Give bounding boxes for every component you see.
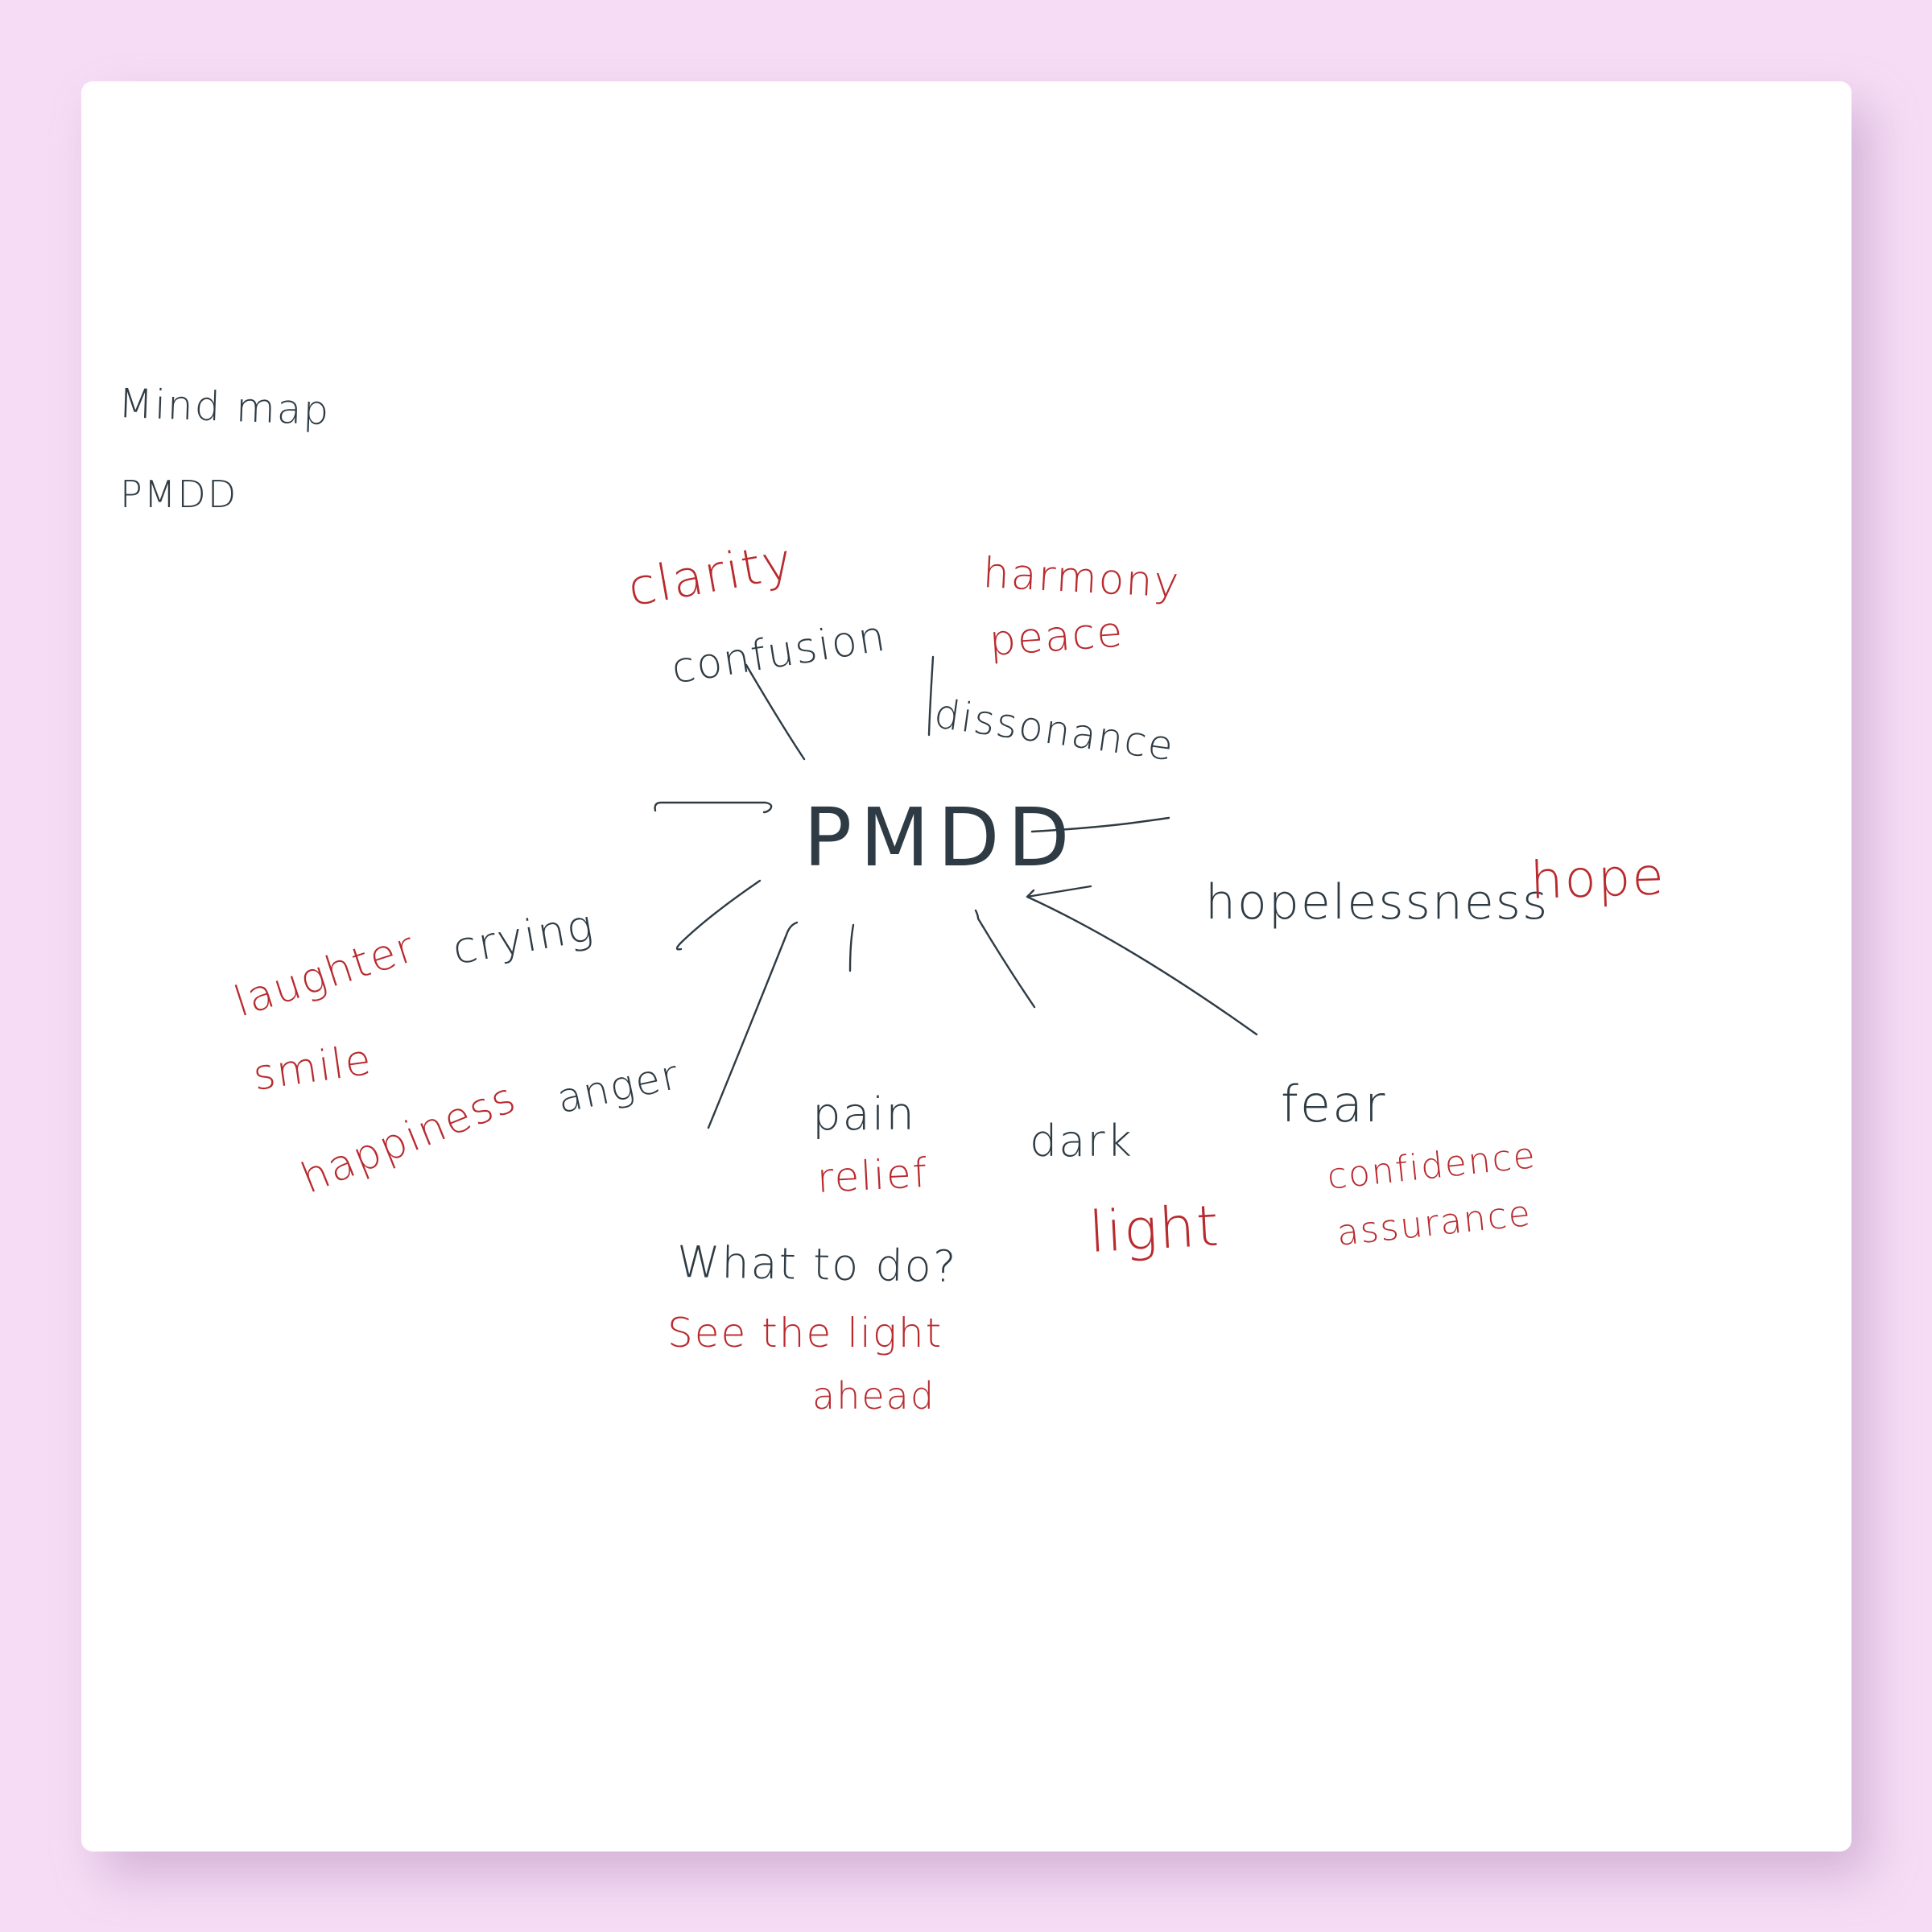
branch-word-pain[interactable]: pain (812, 1088, 916, 1141)
branch-word-dissonance[interactable]: dissonance (931, 690, 1178, 770)
branch-word-dark[interactable]: dark (1030, 1116, 1133, 1166)
branch-word-anger[interactable]: anger (552, 1051, 684, 1123)
branch-opposite-laughter[interactable]: laughter (228, 923, 423, 1027)
branch-word-what-to-do[interactable]: What to do? (676, 1236, 958, 1293)
branch-word-hopelessness[interactable]: hopelessness (1205, 874, 1550, 931)
header-subtitle: PMDD (120, 473, 238, 516)
mindmap-center-node[interactable]: PMDD (803, 791, 1078, 885)
branch-opposite-harmony[interactable]: harmony (981, 549, 1182, 608)
branch-opposite-light[interactable]: light (1087, 1192, 1222, 1265)
whiteboard-card: Mind map PMDD PMDD confusion clarity dis… (81, 81, 1852, 1852)
branch-opposite-peace[interactable]: peace (987, 608, 1126, 666)
branch-opposite-hope[interactable]: hope (1529, 847, 1666, 911)
branch-opposite-smile[interactable]: smile (250, 1035, 376, 1100)
branch-opposite-clarity[interactable]: clarity (623, 530, 799, 618)
connector-dark (974, 909, 1036, 1009)
connector-crying (654, 801, 773, 814)
branch-word-fear[interactable]: fear (1281, 1075, 1387, 1133)
connector-what-to-do (707, 921, 799, 1129)
branch-opposite-see-the-light[interactable]: See the light (667, 1310, 943, 1356)
connector-pain (848, 923, 855, 972)
branch-opposite-confidence[interactable]: confidence (1325, 1134, 1539, 1198)
branch-opposite-happiness[interactable]: happiness (294, 1073, 524, 1203)
branch-opposite-relief[interactable]: relief (815, 1149, 930, 1202)
branch-word-crying[interactable]: crying (448, 899, 599, 975)
header-title: Mind map (117, 380, 332, 435)
drawing-canvas[interactable]: Mind map PMDD PMDD confusion clarity dis… (81, 81, 1852, 1852)
branch-word-confusion[interactable]: confusion (668, 612, 890, 694)
branch-opposite-assurance[interactable]: assurance (1335, 1192, 1534, 1254)
branch-opposite-ahead[interactable]: ahead (812, 1374, 936, 1418)
connector-anger (675, 879, 762, 951)
